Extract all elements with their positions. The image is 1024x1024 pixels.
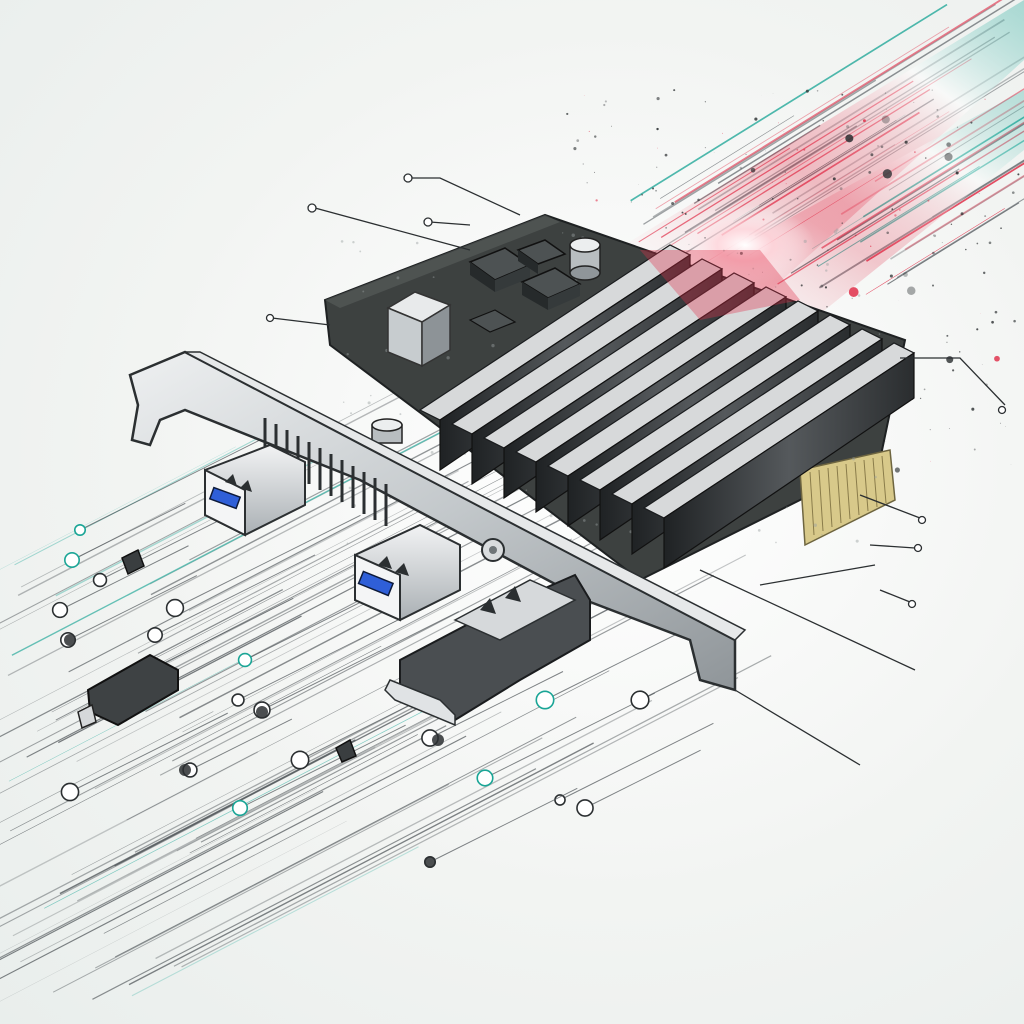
metal-bracket bbox=[128, 350, 747, 692]
annotation-lines bbox=[265, 173, 1007, 766]
trace-terminal bbox=[576, 799, 594, 817]
loose-usb-plug bbox=[77, 653, 179, 730]
trace-terminal bbox=[73, 523, 87, 537]
usb-port bbox=[204, 443, 306, 537]
heatsink-fin bbox=[642, 342, 916, 570]
usb-port bbox=[354, 523, 461, 622]
fin-glow bbox=[640, 250, 800, 320]
trace-terminal bbox=[165, 598, 185, 618]
trace-terminal bbox=[147, 627, 163, 643]
trace-node bbox=[424, 856, 436, 868]
trace-terminal bbox=[51, 601, 69, 619]
trace-terminal bbox=[630, 690, 650, 710]
trace-node bbox=[179, 764, 191, 776]
usb-ports bbox=[204, 443, 591, 727]
gold-edge-connector bbox=[799, 449, 896, 547]
small-component bbox=[121, 548, 145, 576]
chip bbox=[516, 239, 567, 274]
trace-terminal bbox=[60, 782, 80, 802]
usb-c-port bbox=[384, 573, 591, 727]
trace-terminal bbox=[64, 552, 80, 568]
small-component bbox=[335, 738, 357, 763]
capacitor bbox=[371, 418, 403, 444]
voltage-regulator bbox=[386, 291, 452, 368]
trace-terminal bbox=[237, 652, 253, 668]
trace-terminal bbox=[231, 693, 245, 707]
trace-node bbox=[432, 734, 444, 746]
trace-terminal bbox=[92, 572, 108, 588]
trace-terminal bbox=[231, 799, 249, 817]
trace-terminal bbox=[476, 769, 494, 787]
trace-node bbox=[256, 706, 268, 718]
trace-terminal bbox=[535, 690, 555, 710]
capacitor bbox=[569, 237, 601, 281]
loose-connectors bbox=[77, 548, 357, 763]
heatsink bbox=[418, 244, 916, 570]
trace-terminal bbox=[290, 750, 310, 770]
chip bbox=[468, 309, 517, 333]
trace-node bbox=[64, 634, 76, 646]
chip bbox=[520, 267, 582, 310]
